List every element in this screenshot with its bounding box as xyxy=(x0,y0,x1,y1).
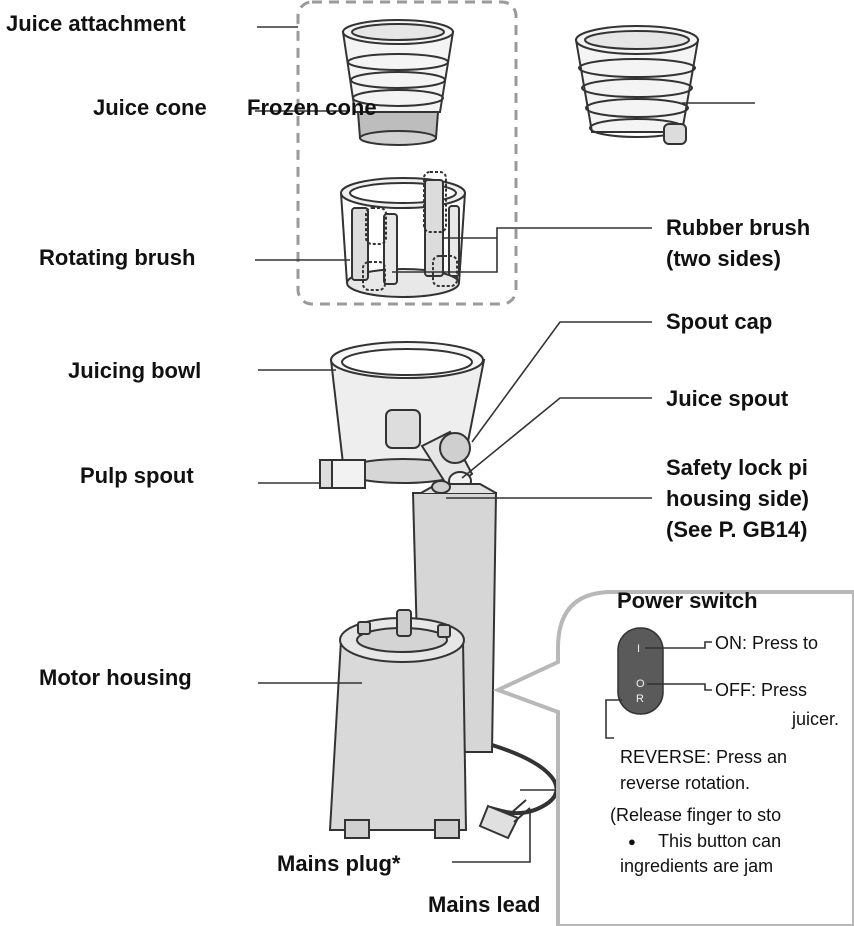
frozen-cone-illustration xyxy=(574,25,700,145)
power-release-note: (Release finger to sto xyxy=(610,805,782,825)
motor-housing-illustration xyxy=(328,480,498,839)
label-juice-cone: Juice cone xyxy=(93,95,207,120)
label-juice-attachment: Juice attachment xyxy=(6,11,186,36)
label-safety-lock: Safety lock pi housing side) (See P. GB1… xyxy=(666,452,809,545)
label-juicing-bowl: Juicing bowl xyxy=(68,358,202,383)
label-mains-lead: Mains lead xyxy=(428,892,541,917)
label-rubber-brush: Rubber brush (two sides) xyxy=(666,212,810,274)
power-note-line1: This button can xyxy=(658,831,782,851)
label-frozen-cone: Frozen cone xyxy=(247,95,377,120)
switch-on-glyph: I xyxy=(637,643,641,655)
mains-plug-illustration xyxy=(478,799,531,840)
leader-lines xyxy=(255,26,755,863)
switch-off-glyph: O xyxy=(636,678,645,690)
juicing-bowl-illustration xyxy=(319,341,486,492)
juice-cone-illustration xyxy=(341,19,455,146)
power-switch-button xyxy=(617,627,664,715)
rotating-brush-illustration xyxy=(340,171,466,298)
label-juice-spout: Juice spout xyxy=(666,386,789,411)
power-note-bullet: ● xyxy=(628,834,636,849)
power-off-text: OFF: Press xyxy=(715,680,808,700)
label-safety-lock-line3: (See P. GB14) xyxy=(666,517,808,542)
label-spout-cap: Spout cap xyxy=(666,309,773,334)
accessory-group-box xyxy=(296,0,518,306)
power-on-text: ON: Press to xyxy=(715,633,819,653)
power-switch-callout xyxy=(492,590,854,926)
label-rotating-brush: Rotating brush xyxy=(39,245,196,270)
switch-reverse-glyph: R xyxy=(636,693,644,705)
power-reverse-continued: reverse rotation. xyxy=(620,773,751,793)
label-mains-plug: Mains plug* xyxy=(277,851,401,876)
power-reverse-text: REVERSE: Press an xyxy=(620,747,788,767)
label-safety-lock-line2: housing side) xyxy=(666,486,809,511)
power-switch-title: Power switch xyxy=(617,588,758,613)
label-motor-housing: Motor housing xyxy=(39,665,192,690)
power-note-line2: ingredients are jam xyxy=(620,856,774,876)
label-safety-lock-line1: Safety lock pi xyxy=(666,455,808,480)
label-pulp-spout: Pulp spout xyxy=(80,463,194,488)
power-switch-leaders xyxy=(605,641,712,739)
label-rubber-brush-line1: Rubber brush xyxy=(666,215,811,240)
power-off-continued: juicer. xyxy=(792,709,840,729)
label-rubber-brush-line2: (two sides) xyxy=(666,246,781,271)
